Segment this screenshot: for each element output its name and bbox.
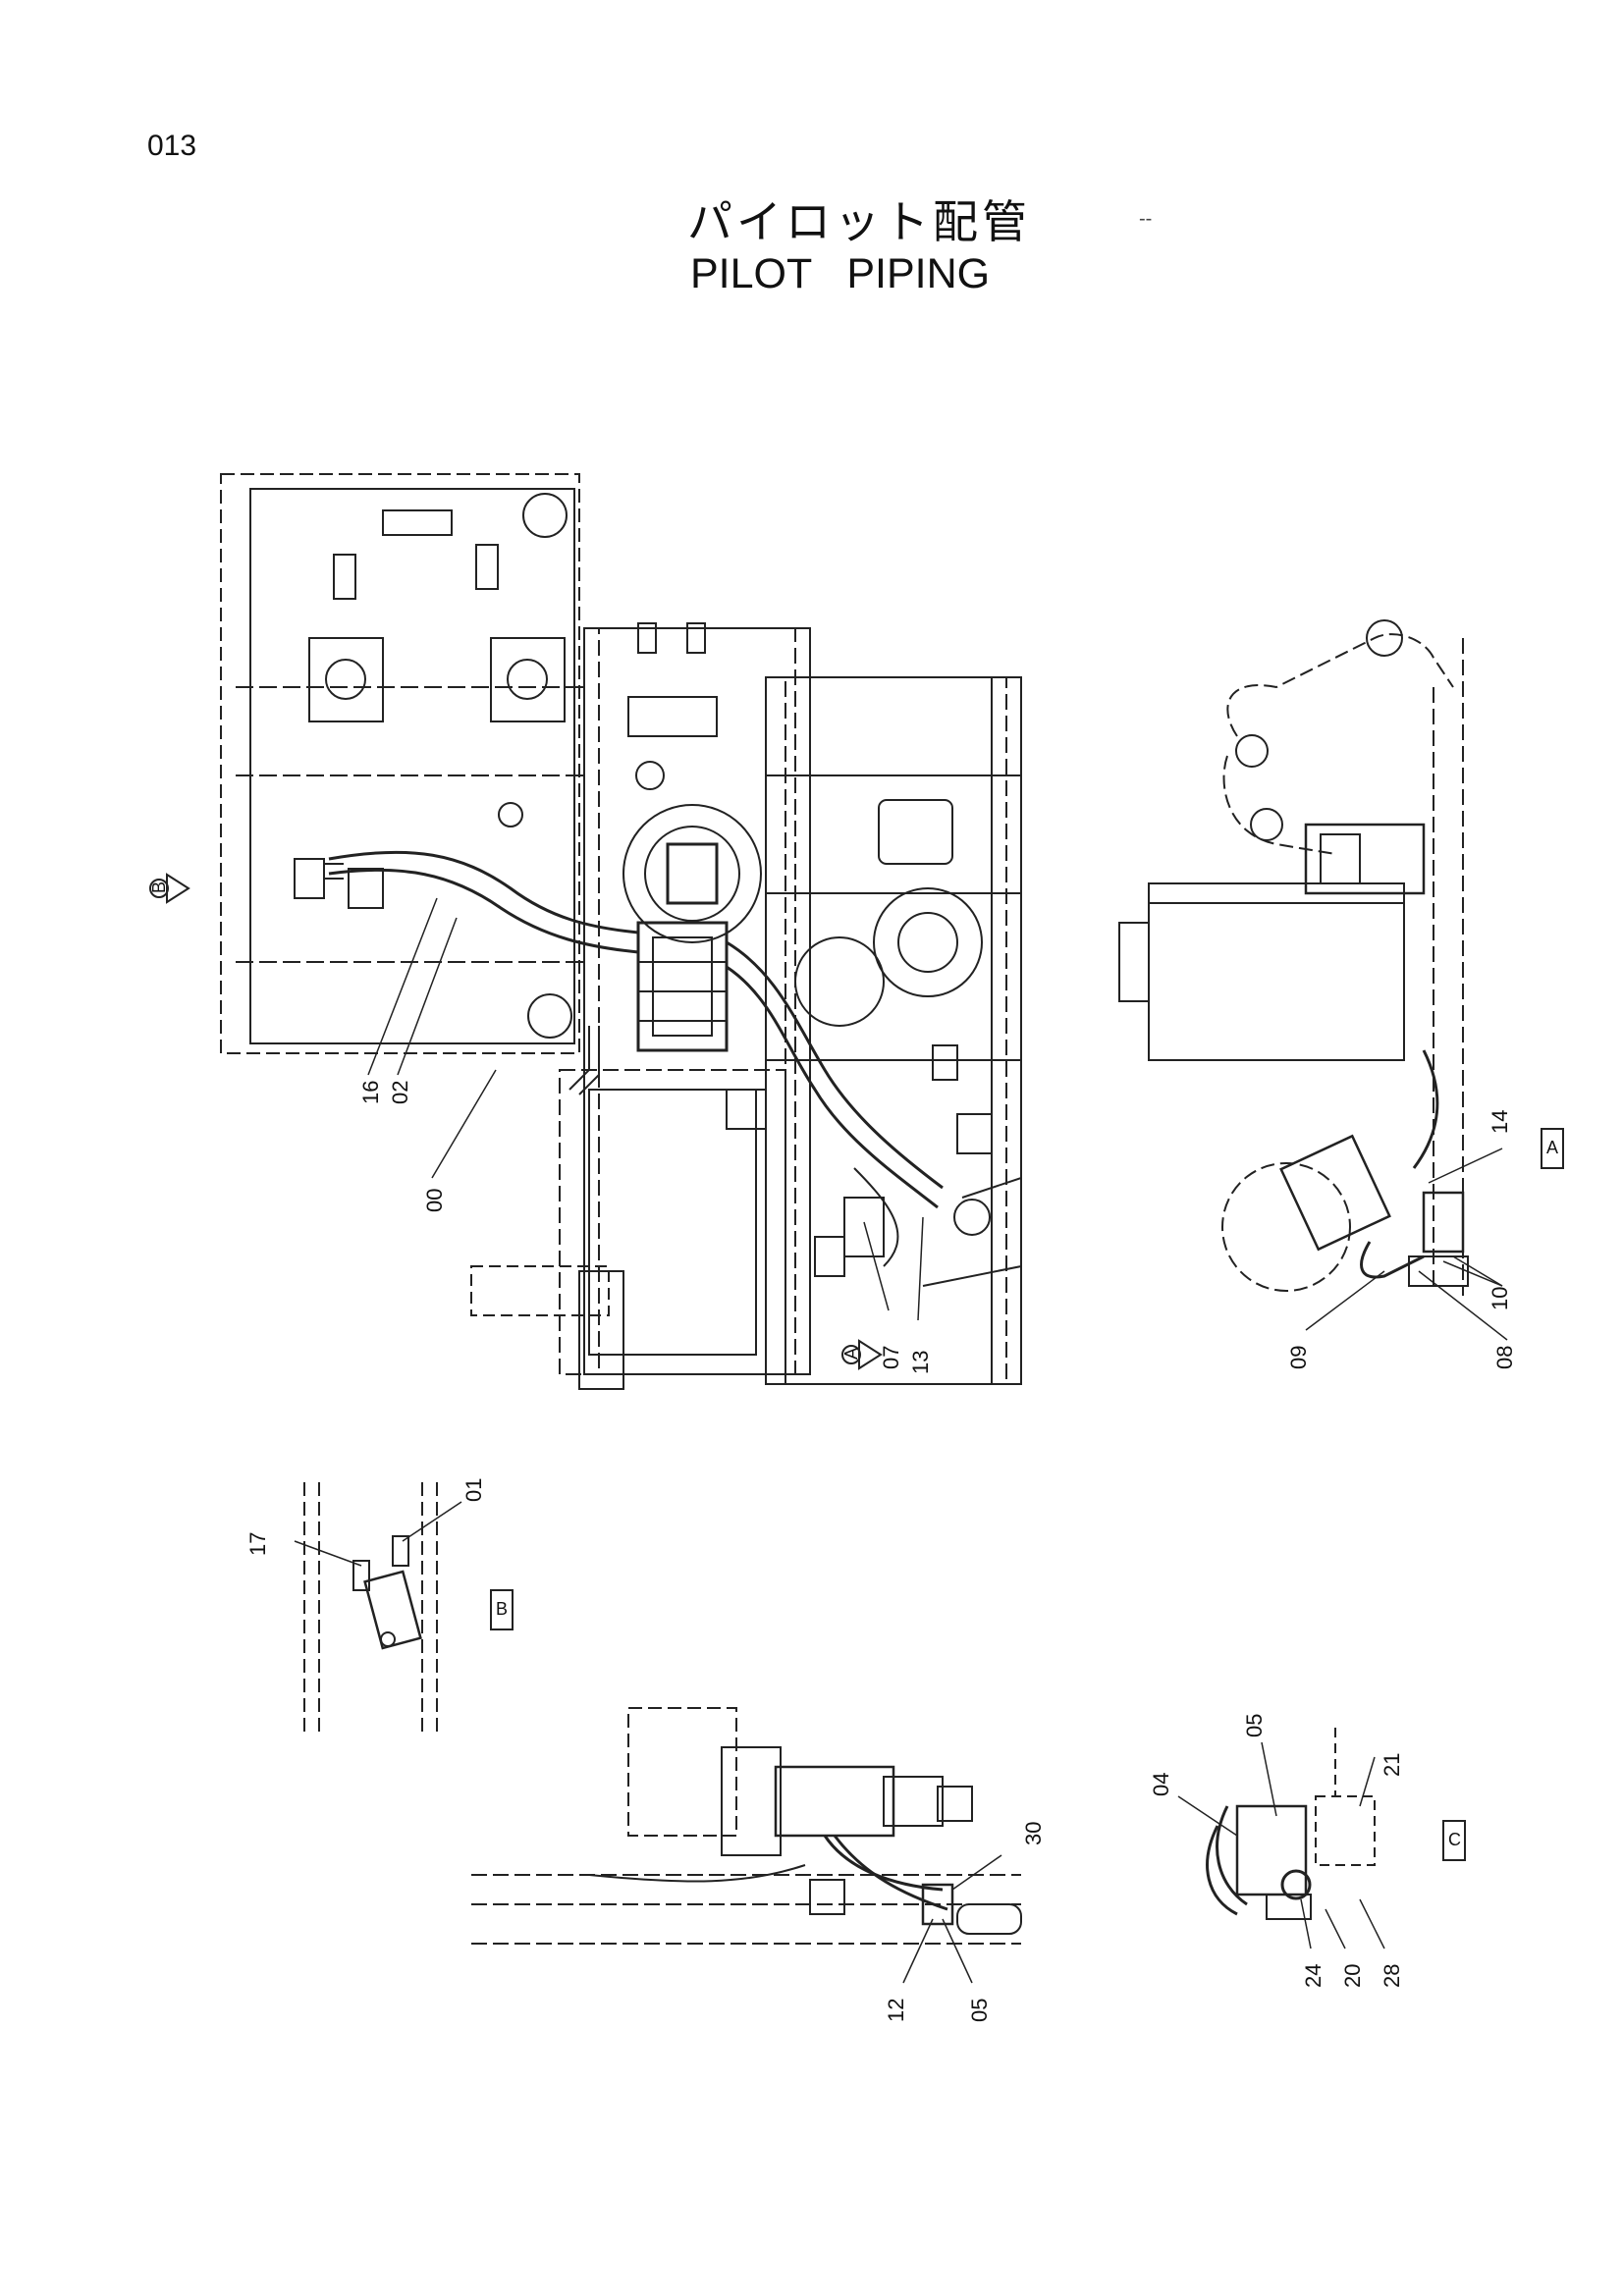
label-28: 28: [1380, 1964, 1404, 1988]
label-17: 17: [245, 1532, 270, 1556]
title-english: PILOT PIPING: [690, 250, 991, 297]
view-b-marker: B: [149, 873, 190, 904]
label-07: 07: [879, 1346, 903, 1369]
view-b-valve: [363, 1570, 422, 1650]
center-frame: [583, 627, 811, 1375]
label-24: 24: [1301, 1964, 1325, 1988]
label-16: 16: [358, 1081, 383, 1104]
right-frame-disc-1: [794, 936, 885, 1027]
pilot-valve-left: [294, 858, 325, 899]
label-02: 02: [388, 1081, 412, 1104]
lower-side-view: [471, 1707, 1022, 1984]
label-10: 10: [1488, 1287, 1512, 1310]
label-13: 13: [908, 1351, 933, 1374]
left-frame-plate: [249, 488, 575, 1044]
label-04: 04: [1149, 1773, 1173, 1796]
svg-text:B: B: [149, 881, 169, 893]
label-05-view-c: 05: [1242, 1714, 1267, 1737]
tank: [1148, 882, 1405, 1061]
page-number: 013: [147, 130, 197, 162]
pump-unit: [774, 1765, 895, 1838]
label-00: 00: [422, 1189, 447, 1212]
label-05-lower: 05: [967, 1999, 992, 2022]
label-12: 12: [884, 1999, 908, 2022]
view-a: A: [1118, 619, 1564, 1341]
view-b: B: [294, 1482, 514, 1733]
pilot-hose-02: [328, 850, 639, 934]
view-a-marker: A: [841, 1339, 883, 1370]
stray-mark: --: [1139, 208, 1153, 230]
view-c: C: [1177, 1728, 1466, 1949]
view-b-tag: [490, 1589, 514, 1630]
left-mount-2: [490, 637, 566, 722]
right-frame: [765, 676, 1022, 1385]
svg-text:A: A: [1546, 1138, 1558, 1157]
main-plan-view: B A: [149, 473, 1022, 1390]
swing-motor: [622, 804, 762, 943]
svg-text:A: A: [841, 1348, 861, 1360]
label-09: 09: [1286, 1346, 1311, 1369]
part-labels: 16 02 00 07 13 14 10 09 08 17 01 30 12 0…: [245, 1081, 1517, 2022]
svg-text:B: B: [496, 1599, 508, 1619]
view-c-valve: [1235, 1804, 1308, 1896]
control-valve: [636, 921, 729, 1052]
view-a-tag: [1541, 1128, 1564, 1169]
label-14: 14: [1488, 1110, 1512, 1134]
title-japanese: パイロット配管: [687, 195, 1031, 248]
view-c-tag: [1442, 1820, 1466, 1861]
label-30: 30: [1021, 1822, 1046, 1845]
label-08: 08: [1492, 1346, 1517, 1369]
pump-circle: [1221, 1162, 1351, 1292]
left-mount-1: [308, 637, 384, 722]
pilot-hose-16: [328, 868, 639, 954]
label-01: 01: [461, 1478, 486, 1502]
svg-text:C: C: [1448, 1830, 1461, 1849]
label-20: 20: [1340, 1964, 1365, 1988]
left-frame-outline: [220, 473, 580, 1054]
right-frame-disc-2: [873, 887, 983, 997]
label-21: 21: [1380, 1753, 1404, 1777]
